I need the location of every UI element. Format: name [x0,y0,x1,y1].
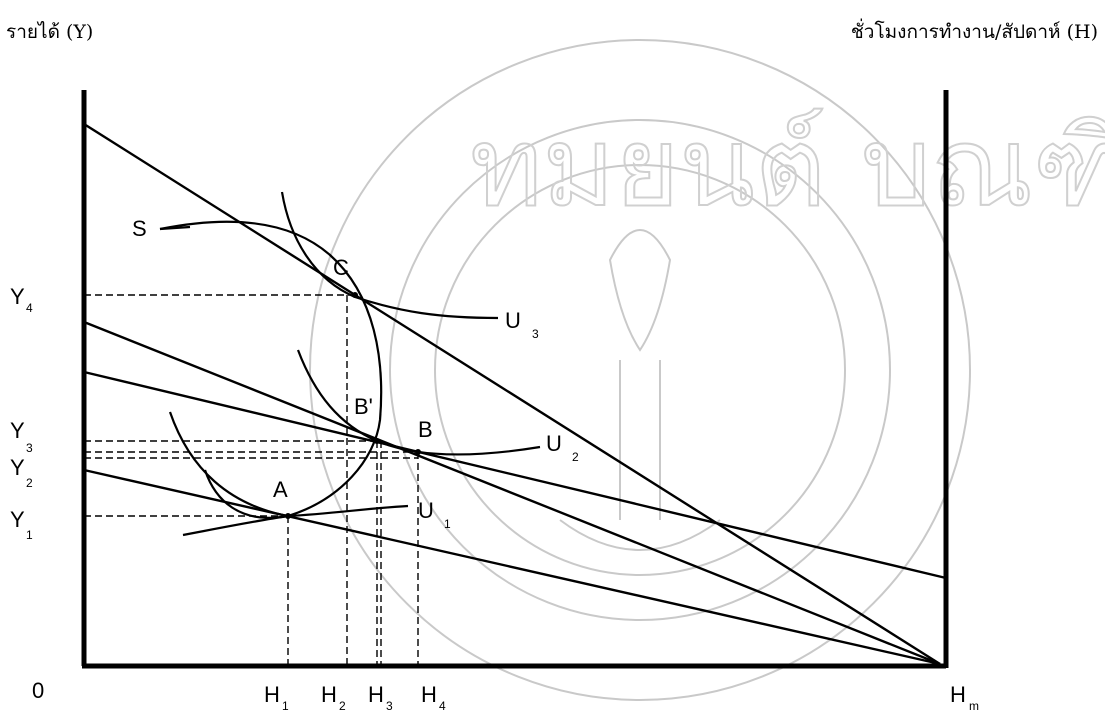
svg-text:U: U [418,498,434,523]
svg-text:2: 2 [26,476,33,490]
svg-text:H: H [264,682,280,707]
label-b: B [418,417,433,442]
svg-text:Y: Y [10,455,25,480]
x-label-hm: H m [950,682,979,713]
label-u2: U 2 [546,431,579,464]
svg-text:Y: Y [10,507,25,532]
svg-text:U: U [505,308,521,333]
supply-curve-s [159,220,383,519]
origin-label: 0 [32,678,44,703]
y-label-y2: Y 2 [10,455,33,490]
y-label-y4: Y 4 [10,284,33,315]
y-label-y1: Y 1 [10,507,33,542]
y-label-y3: Y 3 [10,418,33,455]
svg-text:m: m [969,699,979,713]
svg-text:H: H [368,682,384,707]
budget-line-mid [83,320,941,666]
svg-text:4: 4 [26,301,33,315]
label-u3: U 3 [505,308,539,341]
svg-text:1: 1 [26,528,33,542]
watermark-text: ทมยนต์ บณฑิต [470,103,1105,231]
x-label-h4: H 4 [421,682,446,713]
svg-text:3: 3 [386,699,393,713]
budget-line-steep [83,122,941,666]
indifference-curve-u1-left [182,514,289,537]
x-label-h2: H 2 [321,682,346,713]
svg-text:Y: Y [10,284,25,309]
label-s: S [132,216,147,241]
svg-text:2: 2 [339,699,346,713]
supply-curve-lead [159,225,191,231]
x-label-h1: H 1 [264,682,289,713]
svg-text:H: H [321,682,337,707]
h-axis-title: ชั่วโมงการทำงาน/สัปดาห์ (H) [851,18,1098,43]
svg-text:1: 1 [282,699,289,713]
label-c: C [333,255,349,280]
y-axis-title: รายได้ (Y) [6,21,93,43]
point-c [352,292,358,298]
x-label-h3: H 3 [368,682,393,713]
label-u1: U 1 [418,498,451,531]
watermark-seal: ทมยนต์ บณฑิต [309,39,1105,701]
point-a [285,513,291,519]
svg-text:3: 3 [532,327,539,341]
point-b [415,449,421,455]
label-a: A [273,477,288,502]
svg-text:1: 1 [444,517,451,531]
svg-text:H: H [421,682,437,707]
budget-line-low [83,468,941,666]
svg-text:4: 4 [439,699,446,713]
svg-text:2: 2 [572,450,579,464]
indifference-curve-u1 [168,411,409,518]
indifference-curve-u3 [280,191,499,320]
budget-line-flat [83,370,947,580]
svg-text:U: U [546,431,562,456]
svg-text:Y: Y [10,418,25,443]
svg-text:3: 3 [26,441,33,455]
label-b-prime: B' [354,394,373,419]
svg-text:H: H [950,682,966,707]
point-b-prime [374,438,380,444]
